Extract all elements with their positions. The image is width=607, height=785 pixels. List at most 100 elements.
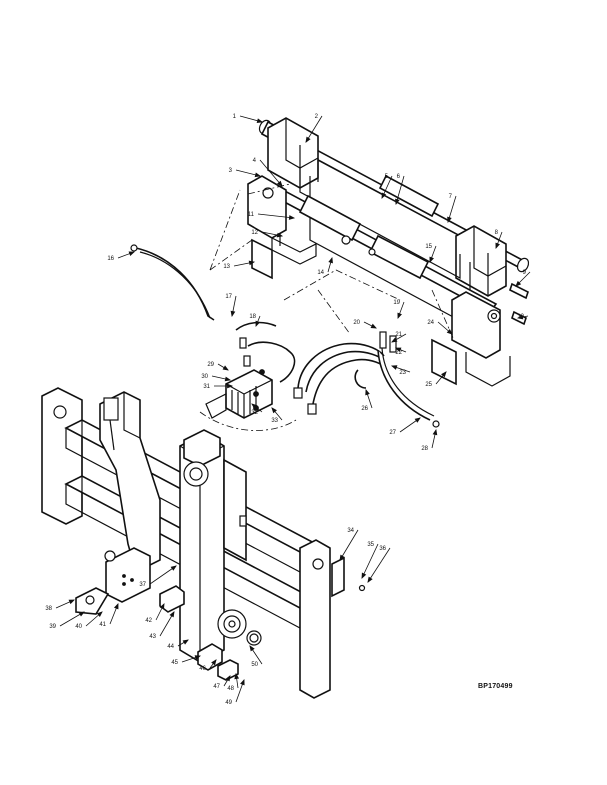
callout-number: 20 xyxy=(353,320,360,326)
leader-line xyxy=(361,543,379,579)
control-valve xyxy=(225,369,273,419)
callout-number: 16 xyxy=(107,256,114,262)
callout-number: 22 xyxy=(395,350,402,356)
callout-number: 1 xyxy=(233,114,237,120)
callout-number: 40 xyxy=(75,624,82,630)
callout-number: 32 xyxy=(251,410,258,416)
callout-number: 48 xyxy=(227,686,234,692)
leader-arrowhead xyxy=(249,645,255,652)
leader-arrowhead xyxy=(182,639,189,645)
callout-number: 24 xyxy=(427,320,434,326)
leader-arrows xyxy=(55,115,531,703)
leader-arrowhead xyxy=(277,180,283,187)
leader-arrowhead xyxy=(395,198,400,206)
hydraulic-assembly xyxy=(130,183,455,431)
callout-number: 13 xyxy=(223,264,230,270)
leader-line xyxy=(257,213,295,219)
leader-arrowhead xyxy=(256,118,264,124)
wear-pad-left xyxy=(251,238,273,280)
callout-number: 29 xyxy=(207,362,214,368)
cylinder-barrel-right xyxy=(368,234,430,280)
leader-arrowhead xyxy=(370,323,377,329)
callout-number: 11 xyxy=(248,212,255,218)
end-pin-upper xyxy=(509,282,529,300)
leader-arrowhead xyxy=(271,407,277,414)
leader-arrowhead xyxy=(224,376,232,382)
callout-number: 9 xyxy=(523,270,527,276)
wear-pad-right xyxy=(431,338,457,386)
wear-block-2 xyxy=(217,659,239,681)
leader-arrowhead xyxy=(248,260,256,266)
callout-number: 49 xyxy=(225,700,232,706)
callout-number: 10 xyxy=(517,314,524,320)
lower-right-bracket xyxy=(451,291,501,359)
leader-arrowhead xyxy=(240,678,245,686)
leader-arrowhead xyxy=(365,388,370,396)
guide-block-small xyxy=(159,585,185,613)
callout-number: 15 xyxy=(425,244,432,250)
leader-arrowhead xyxy=(78,611,85,617)
callout-number: 12 xyxy=(251,230,258,236)
leader-arrowhead xyxy=(251,403,258,409)
leader-arrowhead xyxy=(367,576,373,583)
leader-arrowhead xyxy=(288,215,296,220)
leader-arrowhead xyxy=(397,312,402,320)
callout-number: 2 xyxy=(315,114,319,120)
leader-arrowhead xyxy=(432,428,438,436)
frame-plate xyxy=(299,168,461,280)
callout-number: 17 xyxy=(225,294,232,300)
leader-arrowhead xyxy=(159,603,165,610)
leader-arrowhead xyxy=(395,347,402,353)
leader-arrowhead xyxy=(96,611,103,618)
callout-number: 7 xyxy=(449,194,453,200)
callout-number: 5 xyxy=(385,174,389,180)
callout-number: 26 xyxy=(361,406,368,412)
leader-arrowhead xyxy=(381,192,387,199)
hose-upper-left xyxy=(135,247,215,321)
leader-arrowhead xyxy=(495,242,500,250)
callout-number: 3 xyxy=(229,168,233,174)
leader-arrowhead xyxy=(128,251,136,256)
callout-number: 28 xyxy=(421,446,428,452)
leader-arrowhead xyxy=(255,320,261,327)
leader-arrowhead xyxy=(227,383,234,389)
leader-arrowhead xyxy=(222,365,229,371)
leader-arrowhead xyxy=(169,611,175,618)
leader-arrowhead xyxy=(339,554,345,561)
center-post-cap xyxy=(183,429,221,467)
callout-number: 21 xyxy=(395,332,402,338)
callout-number: 18 xyxy=(249,314,256,320)
callout-number: 6 xyxy=(397,174,401,180)
lower-left-bracket xyxy=(247,175,287,239)
right-clip xyxy=(331,556,345,598)
upper-sleeve-mid xyxy=(378,174,440,218)
leader-arrowhead xyxy=(68,599,75,605)
callout-number: 8 xyxy=(495,230,499,236)
callout-number: 34 xyxy=(347,528,354,534)
callout-number: 38 xyxy=(45,606,52,612)
leader-line xyxy=(367,547,391,583)
callout-number: 43 xyxy=(149,634,156,640)
callout-number: 41 xyxy=(99,622,106,628)
callout-number: 30 xyxy=(201,374,208,380)
leader-line xyxy=(149,565,177,585)
leader-arrowhead xyxy=(305,136,311,143)
carriage-frame xyxy=(41,387,366,699)
callout-number: 47 xyxy=(213,684,220,690)
leader-arrowhead xyxy=(429,256,434,264)
leader-line xyxy=(259,159,283,187)
callout-number: 35 xyxy=(367,542,374,548)
callout-number: 14 xyxy=(317,270,324,276)
leader-arrowhead xyxy=(414,417,421,423)
callout-number: 44 xyxy=(167,644,174,650)
left-hook-arm xyxy=(99,391,161,574)
leader-arrowhead xyxy=(234,672,240,680)
leader-line xyxy=(339,529,359,561)
upper-rod-assembly xyxy=(247,117,530,387)
leader-arrowhead xyxy=(390,365,398,370)
callout-number: 36 xyxy=(379,546,386,552)
right-upright xyxy=(299,539,331,699)
callout-number: 31 xyxy=(203,384,210,390)
